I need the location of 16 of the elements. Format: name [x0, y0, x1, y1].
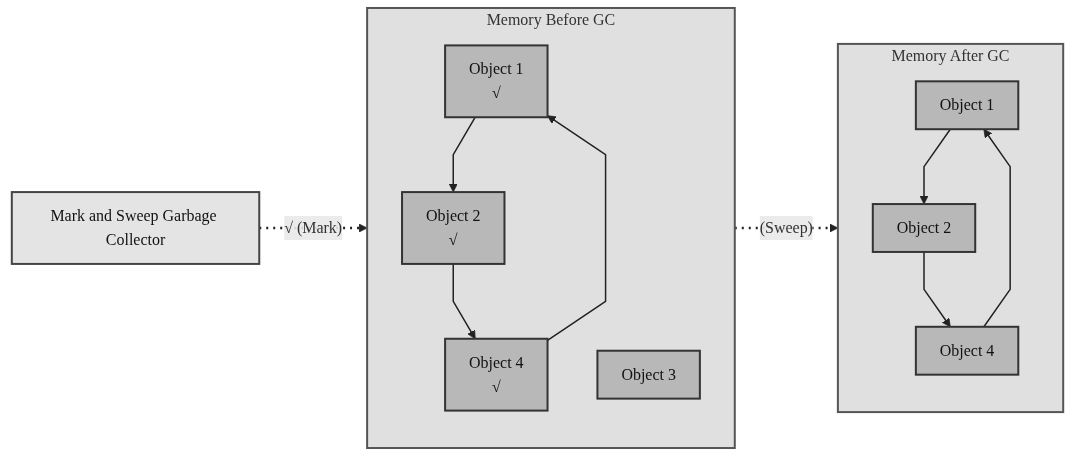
node-box: Object 2 √ [401, 191, 506, 265]
arrow [919, 128, 951, 205]
arrow [923, 251, 951, 328]
node-box: Object 1 [914, 80, 1020, 131]
node-box: Object 4 √ [444, 337, 549, 412]
node-box: Object 2 [871, 203, 977, 253]
arrow [452, 263, 476, 340]
node-box: Mark and Sweep Garbage Collector [10, 191, 261, 265]
node-box: Object 4 [914, 325, 1020, 376]
edge-label: √ (Mark) [284, 219, 343, 236]
edge-label: (Sweep) [759, 219, 813, 236]
node-box: Object 3 [596, 349, 701, 400]
node-box: Object 1 √ [444, 44, 549, 119]
arrow [983, 128, 1011, 328]
arrow [448, 116, 476, 193]
arrow [546, 115, 607, 342]
